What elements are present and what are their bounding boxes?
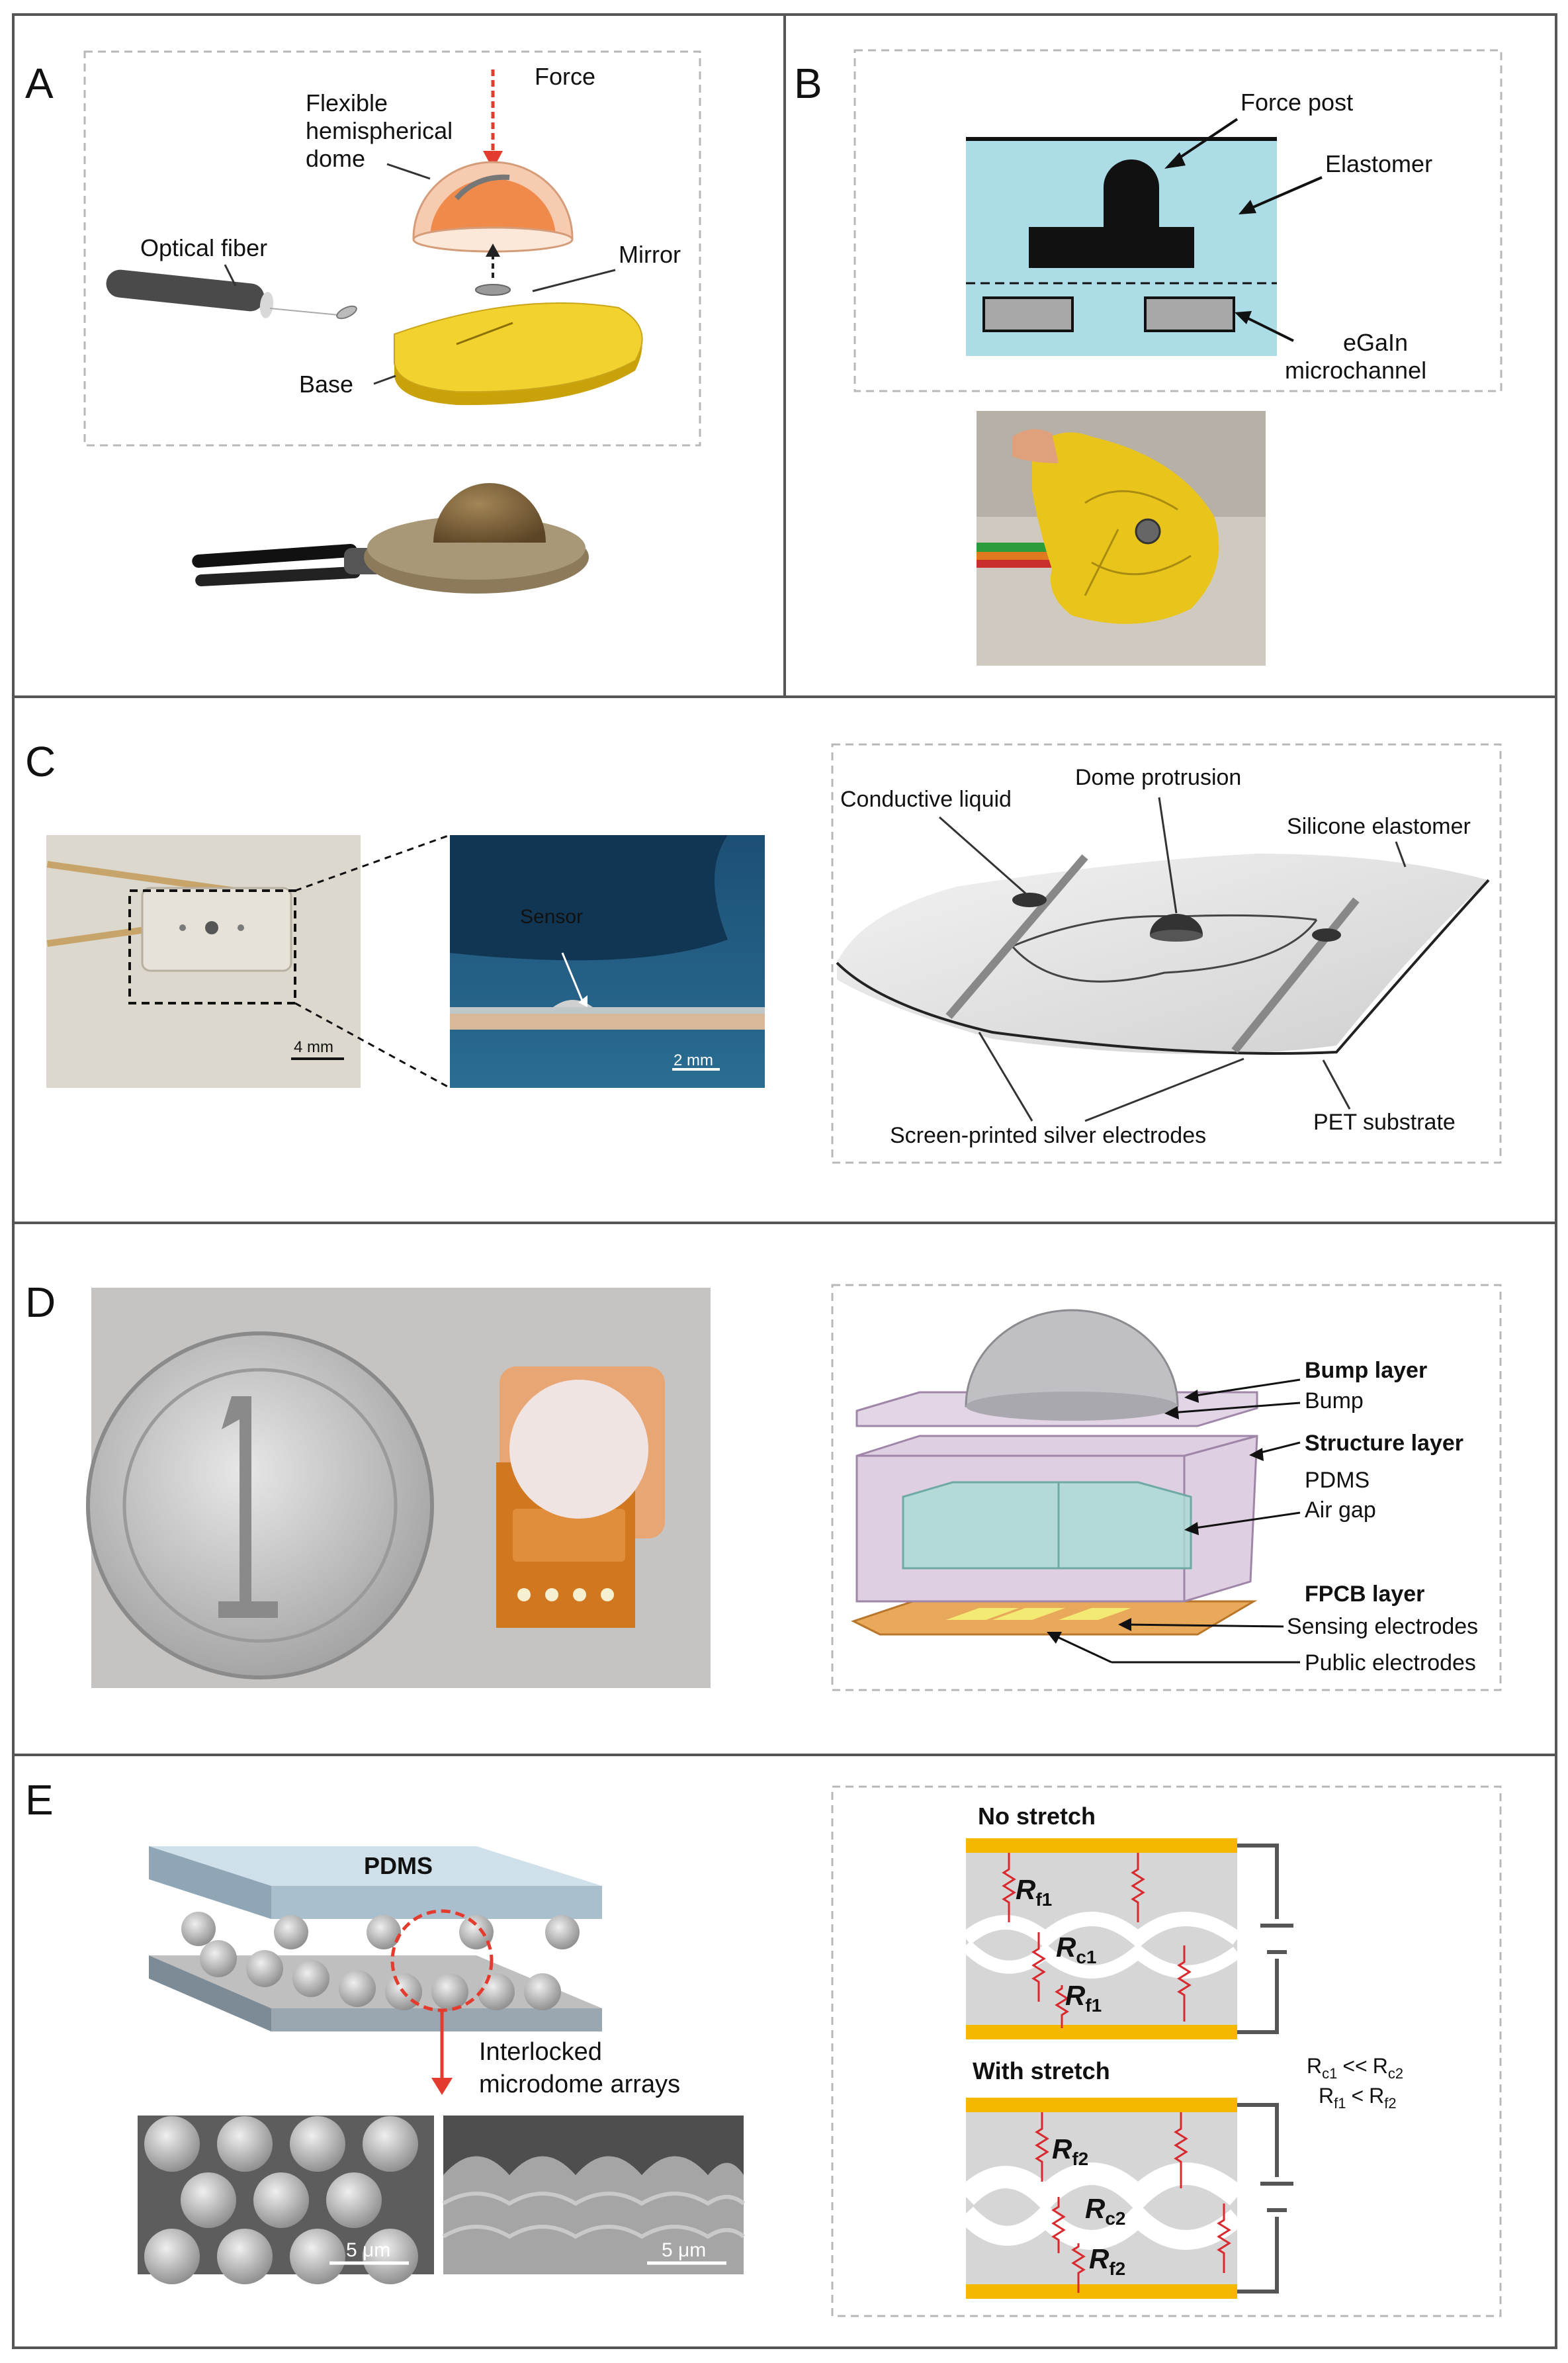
panel-d-dashed-box	[831, 1284, 1502, 1691]
label-structure-layer: Structure layer	[1305, 1431, 1463, 1456]
label-rf2-top: Rf2	[1052, 2133, 1088, 2169]
label-mirror: Mirror	[619, 241, 681, 268]
panel-c-letter: C	[25, 738, 56, 785]
sem-image-2: 5 μm	[442, 2116, 745, 2274]
layer-stack-illustration	[851, 1309, 1258, 1636]
label-force-post: Force post	[1241, 89, 1353, 116]
panel-a: A Force Flexible hemispherical dome Mirr…	[25, 50, 701, 594]
label-elastomer: Elastomer	[1325, 150, 1432, 177]
panel-e-dashed-box	[831, 1785, 1502, 2317]
label-base: Base	[299, 371, 353, 398]
panel-a-photo	[192, 483, 589, 594]
force-arrow-head	[483, 151, 503, 169]
label-with-stretch: With stretch	[973, 2057, 1110, 2084]
panel-e: E PDMS Interlocked	[25, 1776, 1502, 2317]
panel-e-letter: E	[25, 1776, 54, 1824]
force-post-shape	[1029, 159, 1194, 268]
label-silicone: Silicone elastomer	[1287, 814, 1471, 839]
label-fpcb-layer: FPCB layer	[1305, 1582, 1424, 1607]
panel-b-dashed-box	[853, 49, 1503, 392]
label-dome-1: Flexible	[306, 89, 388, 116]
label-sensor: Sensor	[520, 906, 583, 928]
label-rc1: Rc1	[1056, 1932, 1097, 1967]
microchannel-left	[982, 296, 1074, 332]
hemispherical-dome-illustration	[412, 161, 574, 253]
microchannel-right	[1144, 296, 1235, 332]
panel-c-dashed-box	[831, 743, 1502, 1164]
label-rf2-bottom: Rf2	[1089, 2243, 1125, 2279]
panel-d-photo	[86, 1288, 711, 1688]
optical-fiber-illustration	[106, 269, 357, 320]
label-conductive-liquid: Conductive liquid	[840, 787, 1012, 812]
panel-a-letter: A	[25, 60, 54, 107]
label-bump-layer: Bump layer	[1305, 1358, 1427, 1383]
label-dome-3: dome	[306, 145, 365, 172]
panel-b-letter: B	[794, 60, 822, 107]
panel-c: C 4 mm Sensor 2 mm	[25, 738, 1502, 1164]
label-scale-4mm: 4 mm	[294, 1038, 333, 1056]
label-interlocked-2: microdome arrays	[479, 2071, 680, 2098]
relation-2: Rf1<Rf2	[1319, 2084, 1397, 2112]
label-rf1-bottom: Rf1	[1065, 1980, 1102, 2016]
base-illustration	[394, 302, 643, 406]
label-force: Force	[535, 63, 595, 90]
label-sem-scale-2: 5 μm	[662, 2239, 706, 2261]
sem-image-1: 5 μm	[138, 2116, 434, 2284]
panel-b: B Force post Elastomer eGaIn microchanne…	[794, 49, 1503, 666]
label-public: Public electrodes	[1305, 1650, 1476, 1675]
interlocked-array-illustration	[149, 1846, 602, 2095]
label-pdms-e: PDMS	[364, 1852, 433, 1879]
label-interlocked-1: Interlocked	[479, 2038, 602, 2066]
label-channel-2: microchannel	[1285, 357, 1426, 384]
label-sem-scale-1: 5 μm	[346, 2239, 390, 2261]
label-sensing: Sensing electrodes	[1287, 1614, 1478, 1639]
flexible-sheet-illustration	[836, 854, 1490, 1055]
panel-a-dashed-box	[83, 50, 701, 447]
no-stretch-schematic	[961, 1838, 1293, 2039]
label-electrodes: Screen-printed silver electrodes	[890, 1123, 1206, 1148]
label-channel-1: eGaIn	[1343, 329, 1408, 356]
label-rf1-top: Rf1	[1016, 1874, 1052, 1910]
label-scale-2mm: 2 mm	[674, 1051, 713, 1069]
label-dome-2: hemispherical	[306, 117, 453, 144]
panel-b-photo	[977, 411, 1266, 666]
label-rc2: Rc2	[1085, 2193, 1126, 2229]
relation-1: Rc1<<Rc2	[1307, 2054, 1403, 2082]
label-no-stretch: No stretch	[978, 1803, 1096, 1830]
label-dome-protrusion: Dome protrusion	[1075, 765, 1241, 790]
label-optical-fiber: Optical fiber	[140, 234, 267, 261]
panel-c-photo-2: Sensor 2 mm	[450, 835, 765, 1088]
mirror-disc	[475, 284, 511, 296]
coin	[86, 1331, 434, 1679]
label-air-gap: Air gap	[1305, 1497, 1376, 1523]
panel-c-photo-1: 4 mm	[46, 835, 361, 1088]
panel-d: D	[25, 1278, 1502, 1691]
label-pet: PET substrate	[1313, 1110, 1456, 1135]
label-bump: Bump	[1305, 1388, 1364, 1413]
figure-frame	[12, 13, 1557, 2349]
panel-d-letter: D	[25, 1278, 56, 1326]
with-stretch-schematic	[957, 2098, 1293, 2299]
label-pdms-d: PDMS	[1305, 1468, 1370, 1493]
